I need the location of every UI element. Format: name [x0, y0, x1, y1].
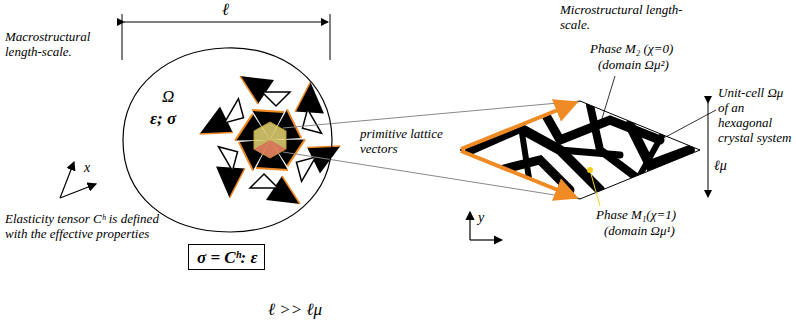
label: Elasticity tensor Cʰ is defined with the… — [5, 212, 177, 242]
symbol-text: Ω — [162, 87, 174, 107]
domain-outline — [120, 45, 335, 235]
symbol-text: ε; σ — [150, 109, 176, 129]
label: primitive lattice vectors — [360, 127, 454, 157]
label: ℓμ — [714, 158, 744, 174]
equation-text: σ = Cʰ: ε — [197, 248, 256, 268]
label: Unit-cell Ωμ of an hexagonal crystal sys… — [718, 86, 794, 146]
label: Microstructural length-scale. — [560, 3, 700, 33]
equation-box: σ = Cʰ: ε — [188, 244, 265, 270]
label: (domain Ωμ¹) — [604, 224, 724, 239]
label: ℓ >> ℓμ — [268, 300, 388, 320]
label: y — [478, 210, 498, 226]
label: Phase M₂ (χ=0) — [590, 42, 720, 57]
label: Phase M₁(χ=1) — [596, 208, 726, 223]
macro-domain: Ωε; σ — [120, 45, 335, 235]
label: (domain Ωμ²) — [598, 58, 718, 73]
label: x — [84, 160, 104, 176]
label: ℓ — [222, 0, 252, 20]
label: Macrostructural length-scale. — [5, 30, 115, 60]
